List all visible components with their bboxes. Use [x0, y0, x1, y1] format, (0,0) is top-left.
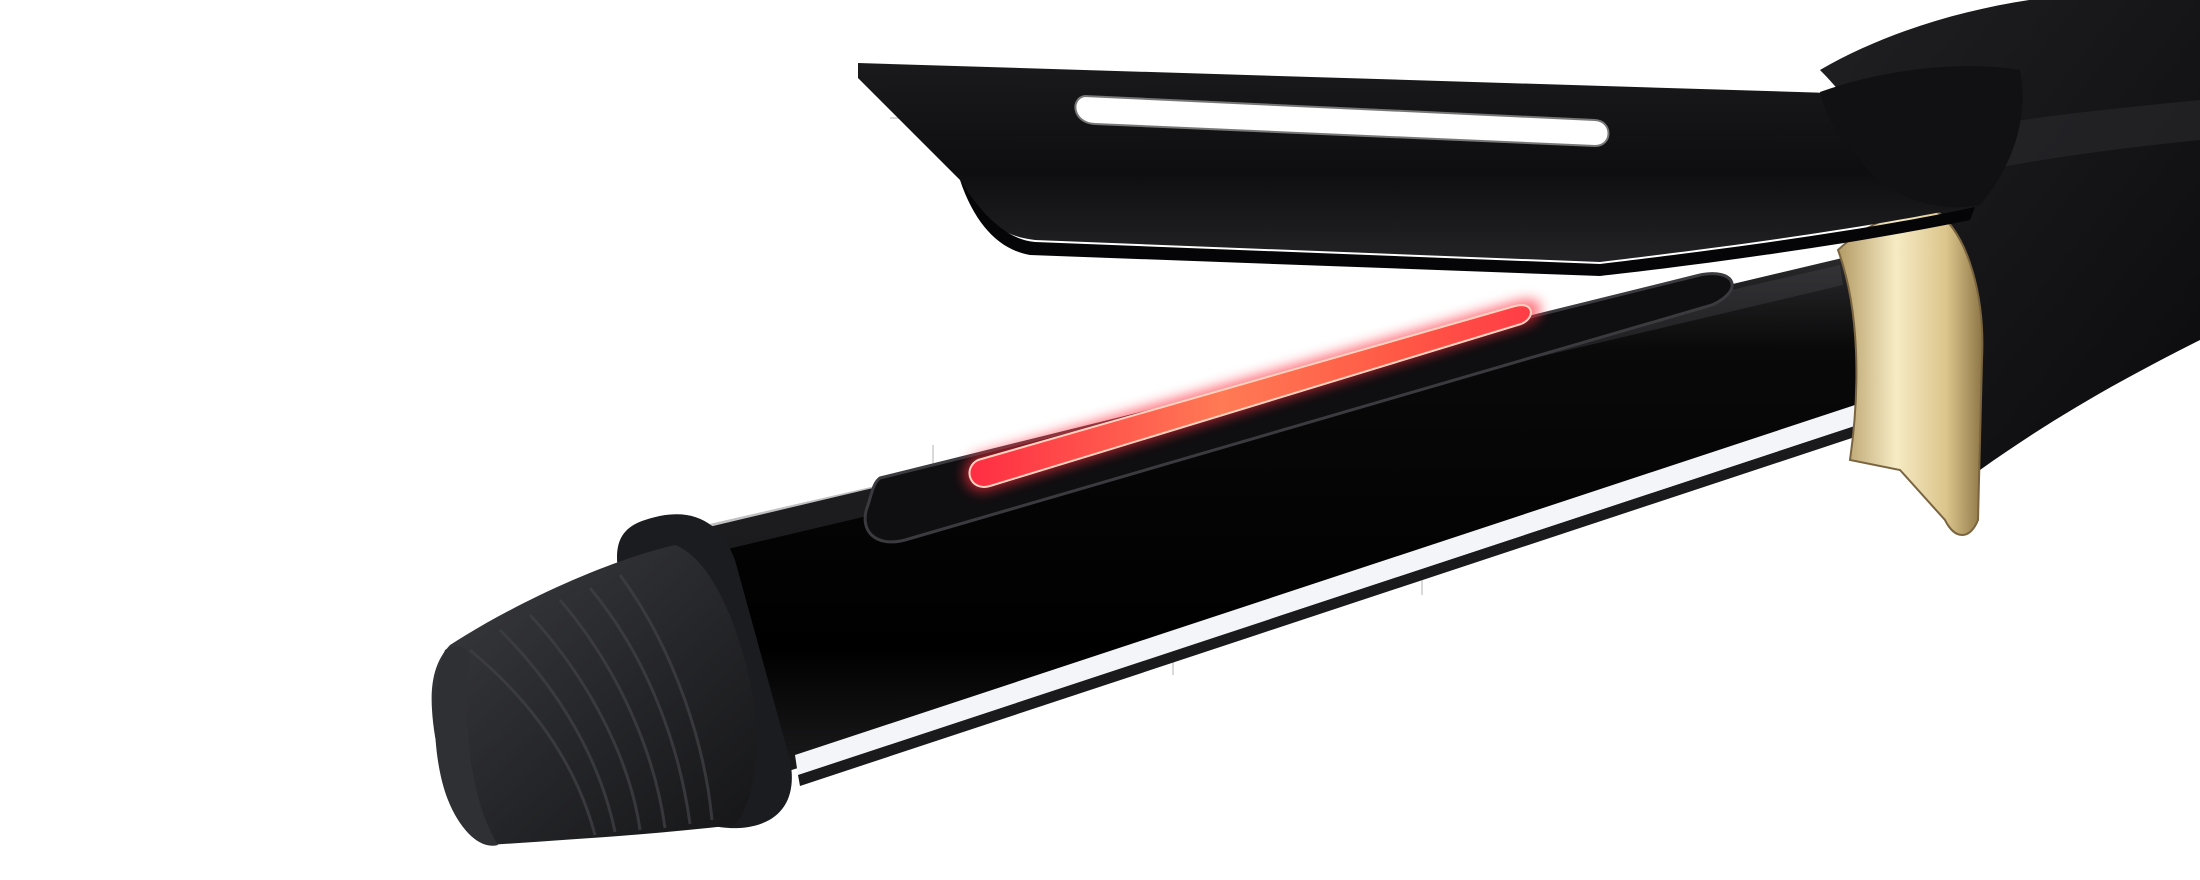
- chrome-stripe-shadow: [798, 425, 1861, 786]
- clamp-highlight-slot: [1074, 94, 1610, 148]
- gold-collar-icon: [1836, 208, 1984, 536]
- heater-window-frame: [863, 272, 1734, 544]
- clamp-hinge: [1820, 66, 2023, 208]
- barrel: [675, 255, 1870, 780]
- chrome-stripe: [795, 405, 1858, 775]
- clamp-underside: [960, 180, 1975, 276]
- tip-cap: [431, 545, 757, 845]
- light-bar-icon: [964, 298, 1542, 492]
- cool-tip-icon: [431, 514, 792, 846]
- tip-ribs: [469, 574, 714, 836]
- tip-face: [434, 646, 498, 846]
- heater-light-bar: [968, 304, 1532, 488]
